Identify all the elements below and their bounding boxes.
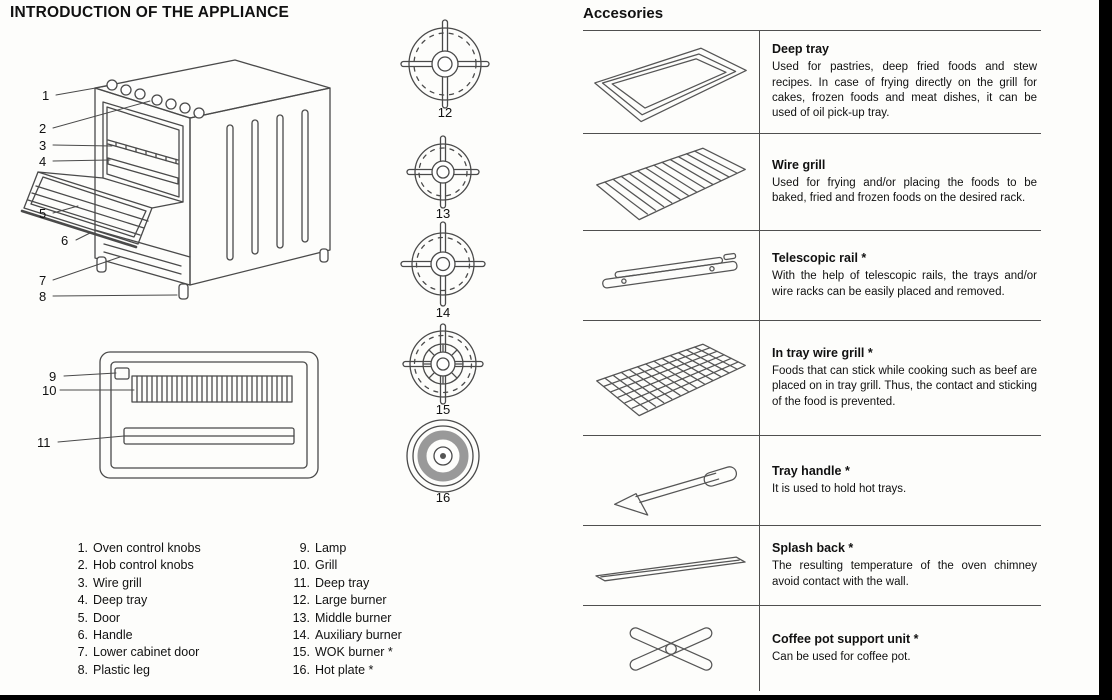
accessory-title: Splash back * <box>772 541 854 556</box>
accessory-text: Coffee pot support unit * Can be used fo… <box>760 606 1041 691</box>
accessory-text: Wire grill Used for frying and/or placin… <box>760 134 1041 230</box>
legend-item: 3.Wire grill <box>77 575 142 590</box>
accessory-desc: The resulting temperature of the oven ch… <box>772 560 1037 588</box>
burner-label-12: 12 <box>437 105 453 120</box>
tray-handle-icon <box>583 436 760 525</box>
legend-item: 1.Oven control knobs <box>77 541 201 555</box>
appliance-diagram: 1 2 3 4 5 6 7 8 9 10 11 12 13 14 15 16 <box>0 0 560 530</box>
callout-7: 7 <box>39 273 47 288</box>
large-burner-drawing <box>400 19 490 109</box>
callout-4: 4 <box>39 154 47 169</box>
accessory-row-deep-tray: Deep tray Used for pastries, deep fried … <box>583 31 1041 134</box>
accessory-desc: Used for pastries, deep fried foods and … <box>772 61 1037 120</box>
accessory-row-in-tray-wire-grill: In tray wire grill * Foods that can stic… <box>583 321 1041 436</box>
legend-item: 13.Middle burner <box>292 610 392 625</box>
in-tray-wire-grill-icon <box>583 321 760 435</box>
legend-item: 9.Lamp <box>299 541 347 555</box>
middle-burner-drawing <box>406 135 480 209</box>
accessory-title: Wire grill <box>772 157 826 172</box>
legend-item: 4.Deep tray <box>77 593 148 608</box>
appliance-line-art <box>20 19 490 493</box>
callout-5: 5 <box>39 206 47 221</box>
accessories-title: Accesories <box>583 5 664 22</box>
callout-3: 3 <box>39 138 47 153</box>
legend-item: 15.WOK burner * <box>292 645 393 660</box>
accessory-text: Tray handle * It is used to hold hot tra… <box>760 436 1041 525</box>
legend-column-2: 9.Lamp 10.Grill 11.Deep tray 12.Large bu… <box>284 540 498 679</box>
telescopic-rail-icon <box>583 231 760 320</box>
accessory-text: Telescopic rail * With the help of teles… <box>760 231 1041 320</box>
grill-unit-drawing <box>99 351 319 479</box>
burner-label-13: 13 <box>435 206 451 221</box>
accessory-desc: Can be used for coffee pot. <box>772 650 911 663</box>
accessory-row-coffee-pot-support: Coffee pot support unit * Can be used fo… <box>583 606 1041 691</box>
accessory-text: Splash back * The resulting temperature … <box>760 526 1041 605</box>
legend-item: 11.Deep tray <box>293 575 370 590</box>
legend-item: 12.Large burner <box>292 593 387 608</box>
legend-item: 7.Lower cabinet door <box>77 645 200 660</box>
wire-grill-icon <box>583 134 760 230</box>
scan-edge-right <box>1099 0 1112 700</box>
accessory-desc: With the help of telescopic rails, the t… <box>772 270 1037 298</box>
accessory-desc: Foods that can stick while cooking such … <box>772 365 1037 408</box>
callout-11: 11 <box>37 435 51 450</box>
callout-1: 1 <box>42 88 50 103</box>
legend-item: 6.Handle <box>77 628 133 643</box>
burner-label-14: 14 <box>435 305 451 320</box>
legend-item: 2.Hob control knobs <box>77 558 194 573</box>
accessory-desc: It is used to hold hot trays. <box>772 482 907 495</box>
callout-2: 2 <box>39 121 47 136</box>
accessory-row-splash-back: Splash back * The resulting temperature … <box>583 526 1041 606</box>
accessories-table: Deep tray Used for pastries, deep fried … <box>583 30 1041 691</box>
legend-item: 16.Hot plate * <box>292 662 374 677</box>
accessory-title: Coffee pot support unit * <box>772 631 919 646</box>
burner-label-16: 16 <box>435 490 451 505</box>
deep-tray-icon <box>583 31 760 133</box>
legend-item: 14.Auxiliary burner <box>292 628 402 643</box>
accessory-row-telescopic-rail: Telescopic rail * With the help of teles… <box>583 231 1041 321</box>
accessory-row-wire-grill: Wire grill Used for frying and/or placin… <box>583 134 1041 231</box>
parts-legend: 1.Oven control knobs 2.Hob control knobs… <box>62 540 498 679</box>
legend-item: 8.Plastic leg <box>77 662 150 677</box>
accessory-title: In tray wire grill * <box>772 346 873 361</box>
burner-label-15: 15 <box>435 402 451 417</box>
accessory-text: Deep tray Used for pastries, deep fried … <box>760 31 1041 133</box>
callout-6: 6 <box>61 233 69 248</box>
wok-burner-drawing <box>402 323 484 405</box>
legend-column-1: 1.Oven control knobs 2.Hob control knobs… <box>62 540 268 679</box>
callout-8: 8 <box>39 289 47 304</box>
accessory-title: Deep tray <box>772 42 829 57</box>
legend-item: 5.Door <box>77 610 121 625</box>
callout-9: 9 <box>49 369 57 384</box>
legend-item: 10.Grill <box>292 558 338 573</box>
scan-edge-bottom <box>0 695 1112 700</box>
accessory-title: Telescopic rail * <box>772 251 867 266</box>
callout-10: 10 <box>42 383 57 398</box>
callout-leader-lines <box>52 85 178 443</box>
accessory-text: In tray wire grill * Foods that can stic… <box>760 321 1041 435</box>
accessory-row-tray-handle: Tray handle * It is used to hold hot tra… <box>583 436 1041 526</box>
splash-back-icon <box>583 526 760 605</box>
page-title: INTRODUCTION OF THE APPLIANCE <box>10 4 290 21</box>
auxiliary-burner-drawing <box>400 221 486 307</box>
accessory-title: Tray handle * <box>772 463 850 478</box>
coffee-pot-support-icon <box>583 606 760 691</box>
oven-drawing <box>20 59 331 300</box>
accessory-desc: Used for frying and/or placing the foods… <box>772 176 1037 204</box>
hot-plate-drawing <box>406 419 480 493</box>
